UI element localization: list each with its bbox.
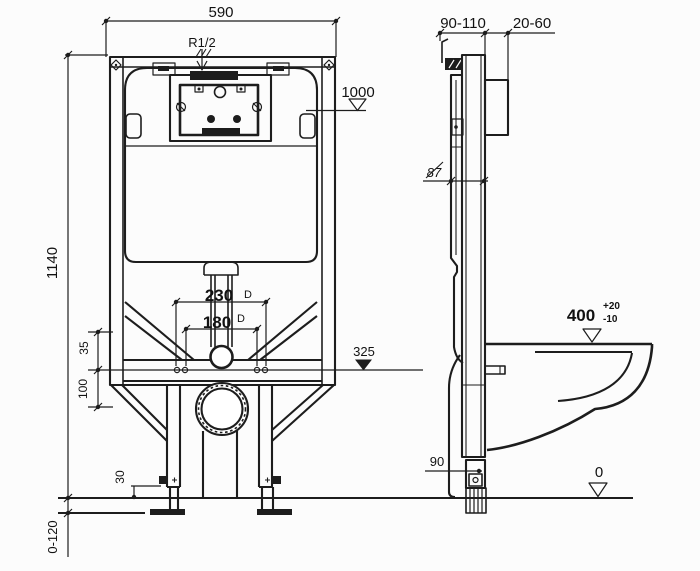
tank-side-profile — [449, 73, 464, 364]
access-box-inner — [178, 83, 260, 137]
nut-hatch — [448, 59, 462, 69]
bowl-outer-profile — [486, 344, 654, 452]
dim-90-110-20-60-lines — [439, 32, 555, 79]
level-325-triangle-icon — [355, 359, 372, 371]
top-tab-right-slot — [273, 66, 284, 71]
screw-cross — [176, 102, 262, 112]
level-0-triangle-icon — [588, 482, 608, 498]
supply-union-nut — [445, 58, 463, 70]
access-box-top-port — [213, 85, 227, 99]
side-clip-left — [125, 113, 142, 139]
dim-100-label: 100 — [76, 379, 90, 399]
dim-400-label: 400 — [567, 306, 595, 325]
dim-230-label: 230 — [205, 286, 233, 305]
side-clip-edge — [451, 118, 464, 136]
tab-dot — [197, 87, 201, 91]
top-tab-left-slot — [158, 66, 169, 71]
upper-braces — [124, 301, 318, 361]
side-screw-icon — [251, 101, 263, 113]
dim-87-slash — [425, 161, 444, 179]
end-ticks — [63, 16, 513, 518]
bolt-d-label-outer: D — [244, 289, 252, 301]
dim-0-120-label: 0-120 — [45, 520, 60, 553]
access-box-tab — [194, 84, 204, 93]
anchor-hatch — [469, 488, 483, 513]
level-0-label: 0 — [595, 464, 603, 481]
frame-inner-rails — [110, 57, 335, 385]
corner-bolt-dot — [327, 63, 331, 67]
corner-bolt-icon — [110, 59, 335, 71]
dim-1140-lines — [65, 54, 108, 557]
side-clip-right — [299, 113, 316, 139]
side-view — [441, 38, 654, 514]
dim-180-label: 180 — [203, 313, 231, 332]
rail-side-details — [462, 55, 485, 458]
dim-87-label: 87 — [427, 165, 442, 180]
tolerance-plus-label: +20 — [603, 301, 620, 312]
frame-outline — [108, 55, 337, 387]
drain-socket-serration — [197, 384, 247, 434]
tolerance-minus-label: -10 — [603, 314, 618, 325]
flush-plate-box — [483, 78, 510, 137]
tab-dot — [239, 87, 243, 91]
top-tab-left — [152, 62, 176, 76]
supply-arrow-icon — [196, 49, 208, 71]
tank-side-inner — [451, 80, 462, 255]
lower-braces — [110, 384, 335, 442]
side-clip-dot — [454, 125, 458, 129]
dim-35-label: 35 — [77, 341, 91, 355]
foot-bolt-hole — [472, 476, 479, 484]
access-box-hole — [207, 115, 215, 123]
level-400-triangle-icon — [582, 328, 602, 343]
access-box-outer — [168, 73, 273, 143]
leg-bolt-marks — [172, 477, 270, 483]
bowl-inner-profile — [557, 352, 634, 403]
flush-valve-cap — [203, 261, 239, 276]
dim-20-60-label: 20-60 — [513, 15, 551, 32]
side-screw-icon — [175, 101, 187, 113]
drain-pipe — [201, 431, 239, 497]
dim-230-180-lines — [175, 301, 267, 366]
dim-90-110-label: 90-110 — [440, 15, 486, 32]
bolt-d-label-inner: D — [237, 313, 245, 325]
bowl-fixing-bolt — [484, 365, 506, 375]
foot-plate-right — [257, 509, 292, 515]
drain-socket-inner — [200, 387, 244, 431]
labels: 590 R1/2 1140 1000 230 D 180 D 35 100 30… — [44, 4, 620, 554]
dim-30-label: 30 — [113, 470, 127, 484]
cistern-tank-front — [123, 66, 319, 264]
dim-590-label: 590 — [208, 4, 233, 21]
supply-pipe-side — [441, 38, 449, 63]
dimension-lines — [58, 20, 633, 557]
level-1000-label: 1000 — [341, 84, 374, 101]
access-box-hole — [233, 115, 241, 123]
leg-left — [165, 385, 182, 509]
drain-socket-outer — [194, 381, 250, 437]
end-dots — [65, 18, 511, 516]
level-1000-triangle-icon — [348, 98, 367, 112]
level-325-label: 325 — [353, 344, 375, 359]
top-tab-right — [266, 62, 290, 76]
side-foot-anchor — [465, 487, 487, 514]
access-box-tab — [236, 84, 246, 93]
thread-size-label: R1/2 — [188, 35, 215, 50]
flush-outlet — [209, 344, 234, 370]
drain-bend-side — [447, 354, 461, 499]
leg-bolt-right — [272, 476, 281, 484]
dim-590-lines — [105, 20, 337, 57]
leg-bolt-left — [159, 476, 168, 484]
foot-plate-left — [150, 509, 185, 515]
side-foot-bolt — [468, 473, 483, 487]
dim-1140-label: 1140 — [44, 247, 61, 279]
thread-hatch-icon — [195, 48, 212, 58]
corner-bolt-dot — [114, 63, 118, 67]
dimension-end-markers — [63, 16, 513, 518]
leg-right — [257, 385, 275, 509]
access-box-bottom-bar — [202, 128, 240, 135]
dim-90-label: 90 — [430, 454, 444, 469]
front-view — [108, 48, 337, 515]
flush-pipe — [210, 275, 233, 347]
